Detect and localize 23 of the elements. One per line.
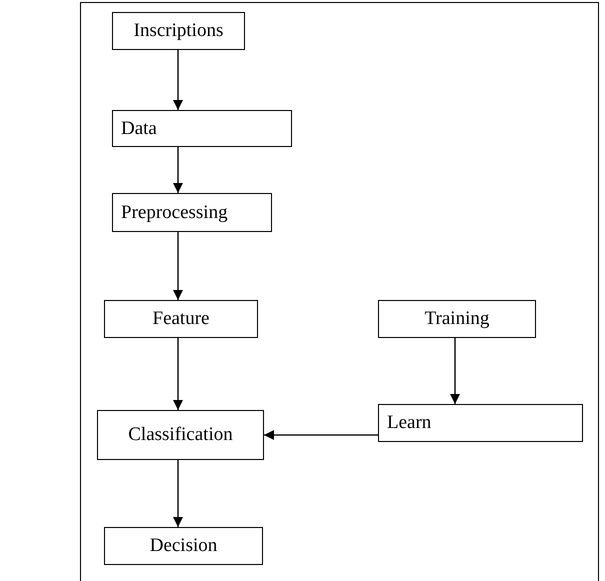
- arrow: [173, 338, 183, 410]
- box-label: Preprocessing: [121, 200, 228, 224]
- process-box: [378, 300, 536, 338]
- box-label: Data: [121, 116, 157, 140]
- process-box: [112, 193, 272, 232]
- process-box: [378, 404, 583, 442]
- arrow: [173, 232, 183, 300]
- process-box: [104, 300, 258, 338]
- process-box: [112, 110, 292, 147]
- box-label: Inscriptions: [134, 19, 224, 43]
- process-box: [97, 410, 264, 460]
- process-box: [112, 12, 245, 50]
- arrow: [173, 147, 183, 193]
- box-label: Decision: [150, 534, 218, 558]
- box-label: Classification: [128, 423, 233, 447]
- arrow: [264, 430, 378, 440]
- box-label: Learn: [387, 411, 432, 435]
- arrow: [173, 50, 183, 110]
- arrow: [450, 338, 460, 404]
- box-label: Feature: [152, 307, 210, 331]
- process-box: [104, 527, 263, 565]
- box-label: Training: [424, 307, 490, 331]
- arrow: [173, 460, 183, 527]
